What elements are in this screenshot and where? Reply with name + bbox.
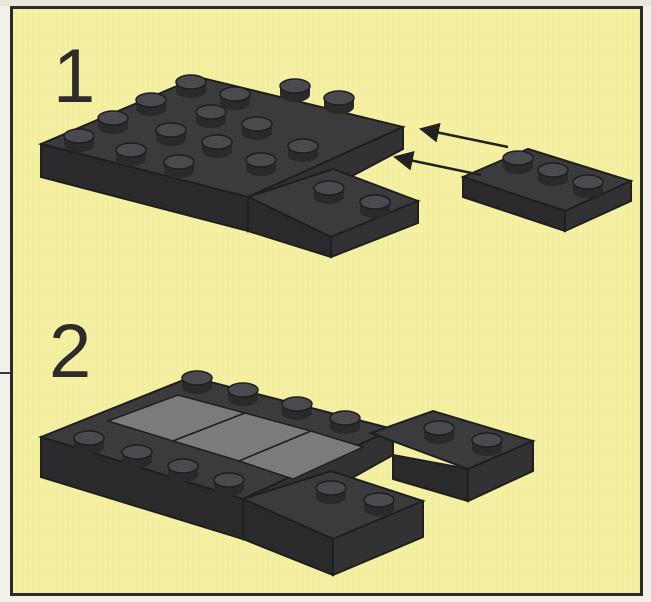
instruction-panel: 1 2 <box>10 6 643 596</box>
loose-plate-1x4 <box>463 149 631 231</box>
build-illustration <box>13 9 640 593</box>
step-2-assembly <box>41 371 533 575</box>
step-1-assembly <box>41 75 631 257</box>
